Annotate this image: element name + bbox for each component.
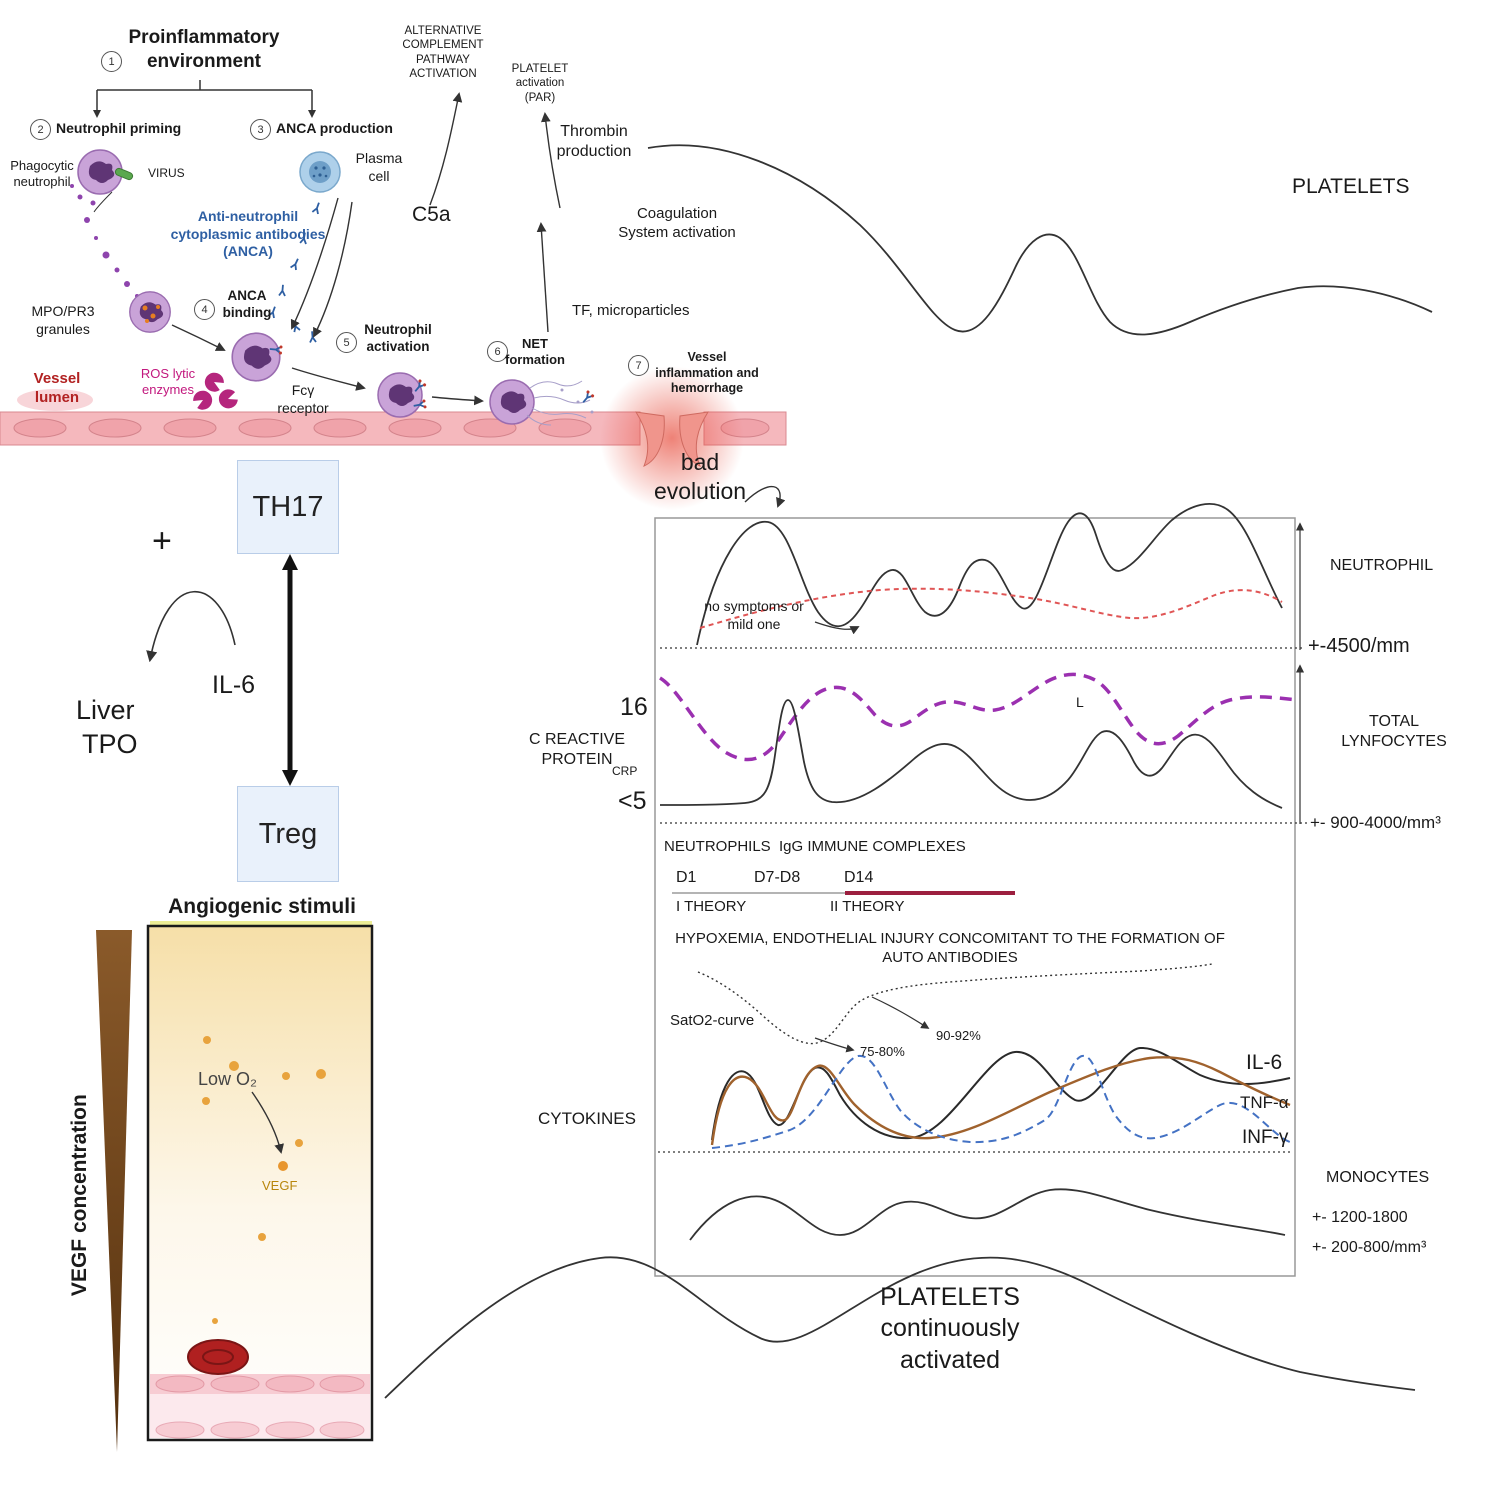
step-1-badge: 1 [101,51,122,72]
label-crp-low: <5 [618,787,647,815]
label-neutrophils-igg: NEUTROPHILS IgG IMMUNE COMPLEXES [664,838,966,855]
monocyte-curve [689,1188,1286,1241]
plasma-cell [299,151,341,193]
label-sat75: 75-80% [860,1044,905,1059]
label-il6: IL-6 [212,671,256,699]
vegf-gradient-wedge [96,930,132,1452]
label-mpo-granules: MPO/PR3 granules [31,303,95,337]
label-platelets-top: PLATELETS [1292,175,1410,198]
label-neutrophil-priming: Neutrophil priming [56,120,182,136]
label-vegf: VEGF [262,1178,298,1193]
oxygen-dots [202,1036,326,1395]
label-bad-evolution: bad evolution [653,449,747,504]
tnf-curve [710,1056,1291,1146]
label-tnf-curve: TNF-α [1240,1093,1289,1112]
platelets-top-curve [647,144,1433,336]
step-4-badge: 4 [194,299,215,320]
label-platelet-activation: PLATELET activation (PAR) [511,63,569,104]
th17-treg-arrow [282,554,298,786]
label-neutrophil-activation: Neutrophil activation [364,322,432,354]
label-liver: Liver [76,695,135,725]
step-5-badge: 5 [336,332,357,353]
angiogenic-box [96,921,374,1452]
label-monocytes: MONOCYTES [1326,1169,1430,1186]
label-cytokines: CYTOKINES [538,1109,636,1128]
vessel-wall [0,366,787,510]
low-o2-arrow [251,1091,284,1154]
label-plasma-cell: Plasma cell [355,150,403,184]
neutrophil-curve [696,503,1283,646]
label-sato2: SatO2-curve [670,1012,755,1029]
pathway-arrows [93,92,786,508]
label-vessel-inflammation: Vessel inflammation and hemorrhage [655,350,759,396]
label-platelets-bottom: PLATELETS continuously activated [880,1283,1020,1374]
treg-box: Treg [237,786,339,882]
mpo-granule-cell [129,291,171,333]
label-il6-curve: IL-6 [1246,1051,1283,1074]
granule-trail [70,184,139,298]
step-7-badge: 7 [628,355,649,376]
net-cell [489,379,596,426]
label-mono-range2: +- 200-800/mm³ [1312,1239,1427,1256]
label-angiogenic: Angiogenic stimuli [168,895,356,918]
th17-box: TH17 [237,460,339,554]
label-c5a: C5a [412,203,451,226]
label-thrombin: Thrombin production [556,123,632,160]
label-neutrophil-axis: NEUTROPHIL [1330,557,1434,574]
label-net-formation: NET formation [505,336,565,368]
label-crp-protein: C REACTIVE PROTEIN [528,731,625,768]
label-alt-complement: ALTERNATIVE COMPLEMENT PATHWAY ACTIVATIO… [402,25,484,81]
label-sat90: 90-92% [936,1028,981,1043]
label-crp: CRP [612,764,638,778]
step-3-badge: 3 [250,119,271,140]
th17-label: TH17 [252,490,324,523]
label-d7d8: D7-D8 [754,869,801,886]
anca-binding-cell [231,332,284,382]
label-no-symptoms: no symptoms or mild one [704,598,804,632]
label-virus: VIRUS [148,166,185,180]
label-anca-antibodies: Anti-neutrophil cytoplasmic antibodies (… [170,208,326,259]
platelets-bottom-curve [384,1256,1416,1399]
label-low-o2: Low O₂ [198,1069,258,1089]
label-theory1: I THEORY [676,898,747,915]
inf-curve [711,1054,1291,1149]
label-vessel-lumen: Vessel lumen [33,370,81,406]
label-d14: D14 [844,869,874,886]
label-ros: ROS lytic enzymes [140,366,196,398]
label-anca-binding: ANCA binding [222,288,272,320]
red-blood-cell [187,1339,249,1375]
label-vegf-concentration: VEGF concentration [67,1094,91,1297]
bracket-step1 [93,80,316,118]
title-proinflammatory: Proinflammatory environment [128,27,280,72]
label-theory2: II THEORY [830,898,905,915]
label-mono-range1: +- 1200-1800 [1312,1209,1408,1226]
step-6-badge: 6 [487,341,508,362]
treg-label: Treg [258,817,318,850]
crp-curve [659,699,1283,809]
inflammation-glow [600,366,744,510]
label-fcy-receptor: Fcγ receptor [277,382,329,416]
label-phagocytic-neutrophil: Phagocytic neutrophil [10,158,74,190]
phagocytic-neutrophil-cell [77,149,134,195]
label-tf-microparticles: TF, microparticles [572,302,690,319]
label-lymph-range: +- 900-4000/mm³ [1310,813,1441,832]
lymphocyte-curve [659,672,1299,762]
label-hypoxemia: HYPOXEMIA, ENDOTHELIAL INJURY CONCOMITAN… [675,930,1225,966]
label-neutrophil-range: +-4500/mm [1308,635,1410,657]
plus-sign: + [152,522,172,560]
label-l-marker: L [1076,694,1084,710]
label-d1: D1 [676,869,697,886]
il6-liver-arrow [146,591,236,663]
label-anca-production: ANCA production [276,120,393,136]
mild-course-curve [699,587,1283,629]
activated-neutrophil-cell [377,372,428,418]
step-2-badge: 2 [30,119,51,140]
label-tpo: TPO [82,729,138,759]
label-lymphocytes: TOTAL LYNFOCYTES [1341,713,1447,750]
timeline-panel [654,503,1310,1277]
label-inf-curve: INF-γ [1242,1127,1289,1148]
label-coagulation: Coagulation System activation [618,205,736,241]
label-crp-high: 16 [620,693,648,721]
